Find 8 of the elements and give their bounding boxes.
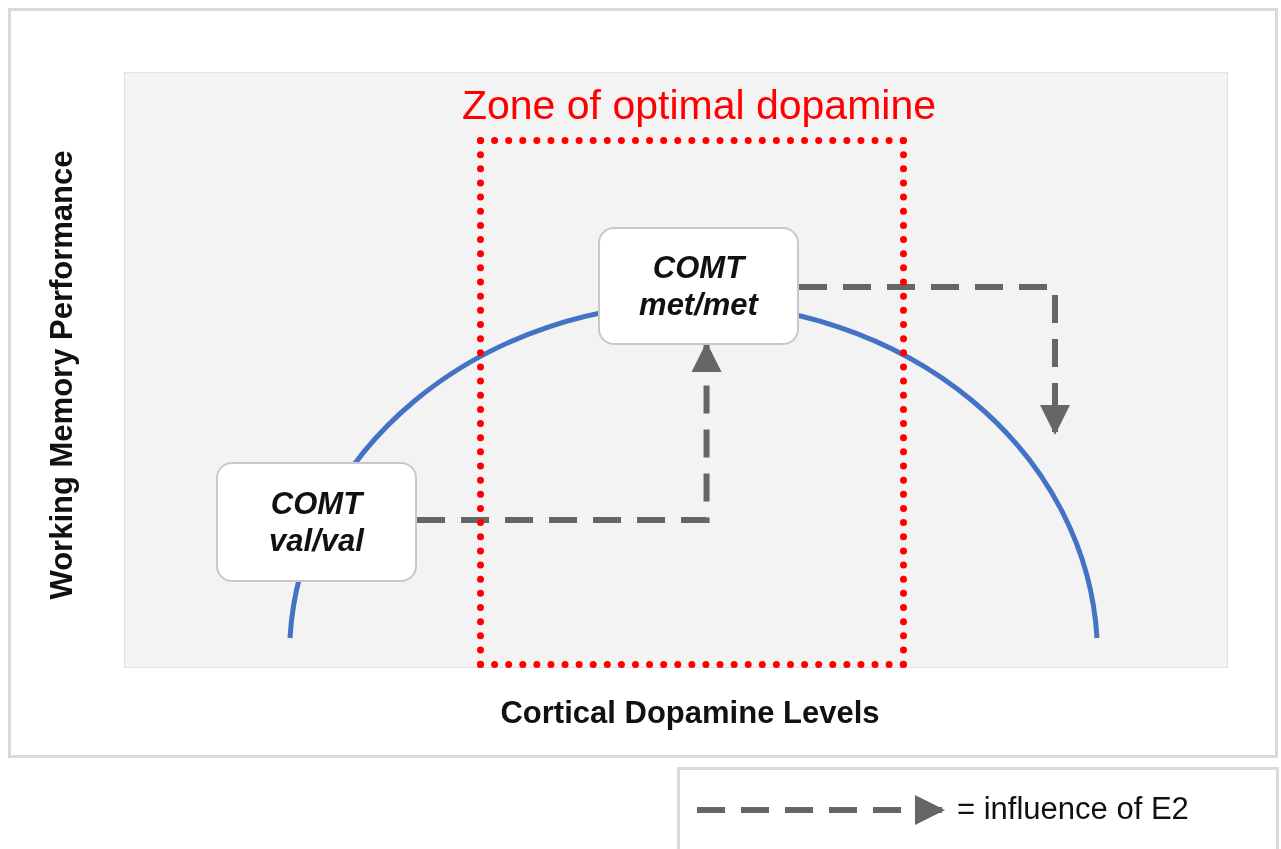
zone-title: Zone of optimal dopamine — [460, 82, 938, 129]
x-axis-label: Cortical Dopamine Levels — [499, 695, 881, 731]
dashed-arrow — [417, 342, 722, 523]
genotype-box: COMT met/met — [598, 227, 799, 345]
y-axis-label: Working Memory Performance — [44, 150, 80, 600]
genotype-box: COMT val/val — [216, 462, 417, 582]
legend-text: = influence of E2 — [957, 791, 1189, 827]
dashed-arrow — [799, 284, 1070, 435]
